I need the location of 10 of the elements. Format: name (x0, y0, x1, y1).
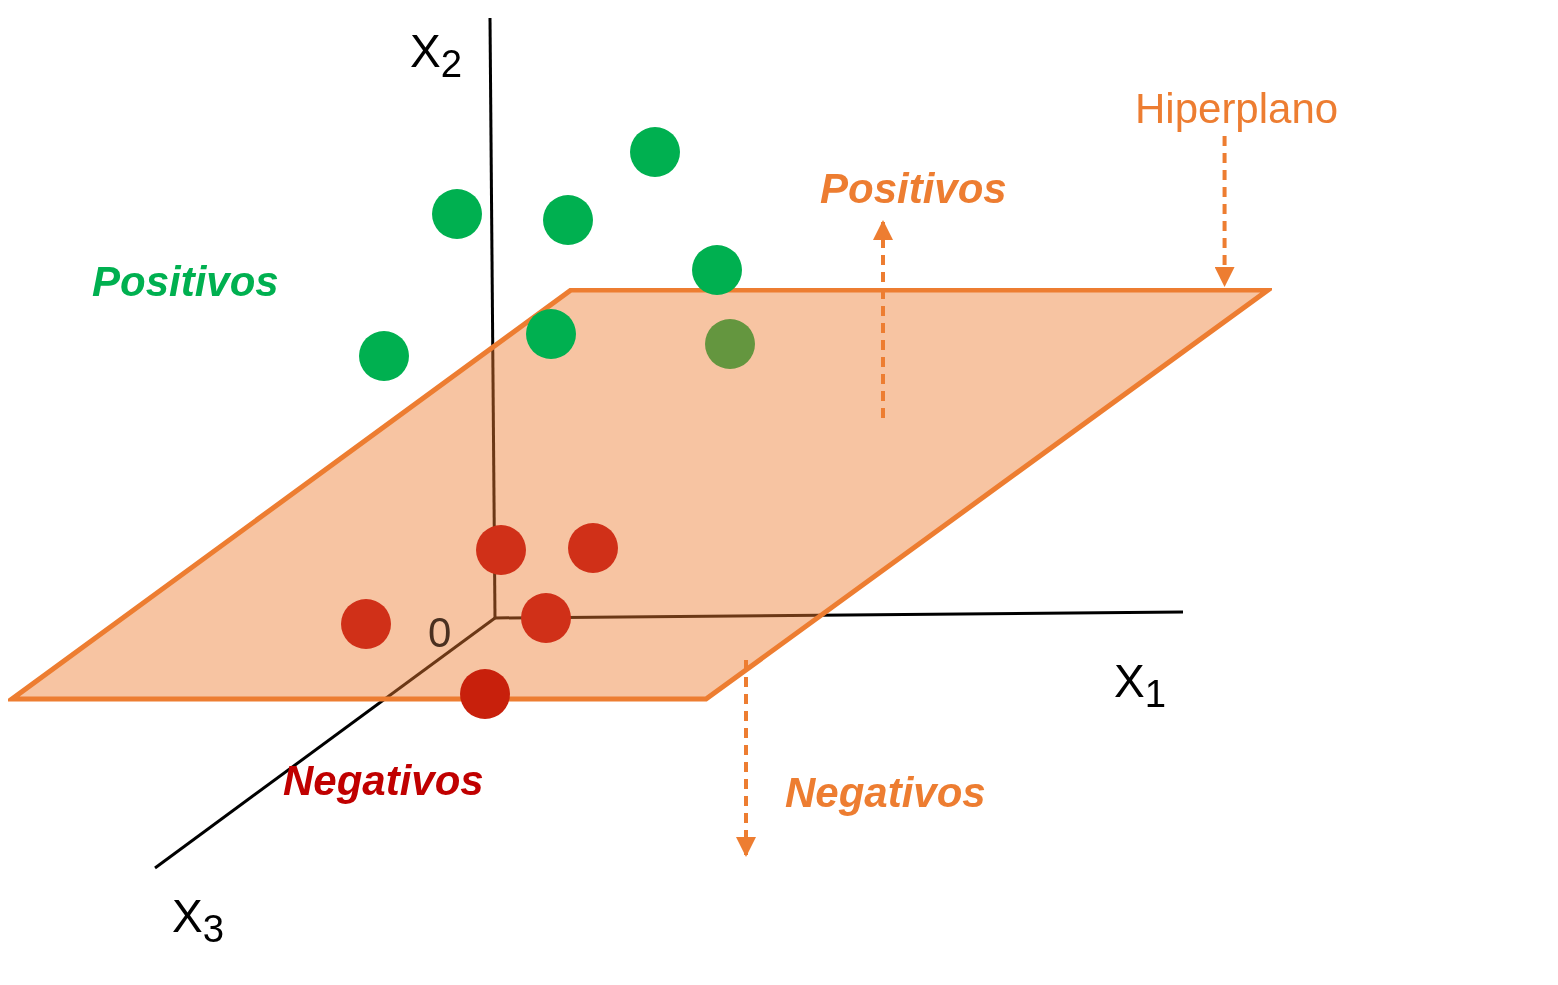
axis-label: X$_{3}$ (172, 893, 224, 949)
leader-arrow (1214, 136, 1235, 287)
callout-label: Hiperplano (1135, 88, 1339, 130)
region-label: Negativos (785, 772, 986, 814)
region-label: Positivos (820, 168, 1007, 210)
axis-label: X$_{1}$ (1114, 658, 1166, 714)
region-label: Negativos (283, 760, 484, 802)
region-label: Positivos (92, 261, 279, 303)
origin-label: 0 (428, 612, 452, 654)
axis-label: X$_{2}$ (410, 28, 462, 84)
